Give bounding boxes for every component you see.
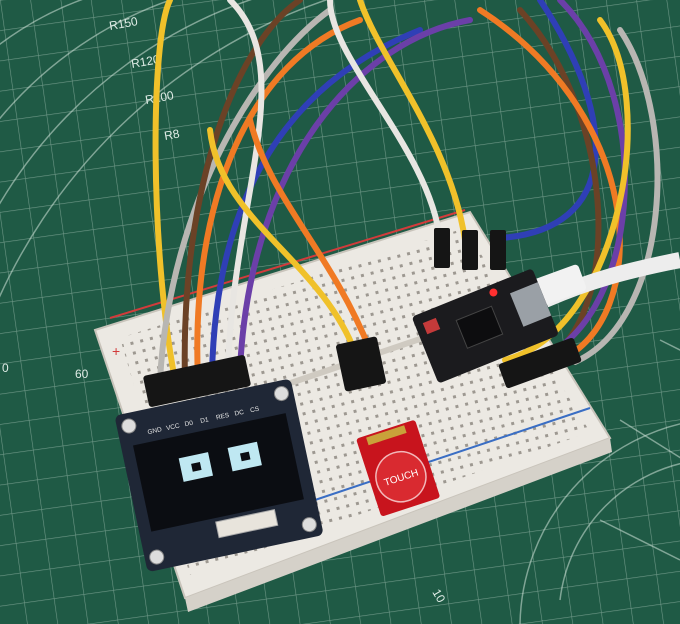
touch-module: TOUCH — [356, 420, 440, 516]
mat-label-0: 0 — [2, 361, 9, 375]
oled-pin-cs: CS — [250, 405, 261, 414]
oled-ribbon — [215, 508, 279, 539]
oled-pin-d1: D1 — [200, 416, 210, 425]
oled-pin-d0: D0 — [184, 420, 194, 429]
oled-pin-gnd: GND — [147, 426, 163, 436]
oled-screen — [133, 413, 304, 532]
wire-grey-left — [157, 7, 333, 383]
oled-pin-dc: DC — [234, 409, 245, 418]
mcu-power-led — [489, 288, 498, 297]
mat-label-r100: R100 — [144, 88, 175, 107]
mcu-board — [412, 269, 558, 383]
housing-top-3 — [490, 230, 506, 270]
mat-label-10: 10 — [429, 587, 448, 606]
housing-left — [143, 355, 251, 407]
wire-yellow-top — [357, 0, 468, 243]
housing-mid — [336, 336, 386, 392]
mcu-chip — [455, 305, 504, 349]
housing-top-1 — [434, 228, 450, 268]
oled-pupil-left — [191, 462, 202, 472]
rail-minus-line — [299, 407, 591, 506]
wire-orange-left — [194, 17, 363, 383]
rail-plus-sign: + — [112, 343, 120, 359]
wire-orange-mid — [247, 117, 373, 353]
touch-pad — [375, 450, 427, 503]
wire-purple-left — [237, 17, 473, 373]
mcu-usb-port — [509, 282, 552, 327]
touch-header — [366, 425, 407, 446]
mat-label-r8: R8 — [163, 126, 181, 143]
oled-mount-hole-tr — [273, 386, 289, 402]
oled-mount-hole-bl — [149, 549, 165, 565]
wire-grey-right — [572, 27, 661, 365]
mcu-button — [422, 317, 441, 335]
oled-mount-hole-tl — [121, 418, 137, 434]
oled-pin-vcc: VCC — [166, 422, 181, 432]
oled-mount-hole-br — [301, 517, 317, 533]
wire-yellow-mid — [207, 127, 358, 355]
breadboard-edge — [185, 438, 612, 612]
mat-label-r120: R120 — [130, 52, 161, 71]
connector-housings — [143, 228, 582, 407]
wire-brown-left — [181, 0, 303, 383]
oled-display: GND VCC D0 D1 RES DC CS — [115, 379, 323, 572]
mat-label-r150: R150 — [108, 14, 139, 33]
wire-blue-left — [209, 27, 423, 378]
oled-pin-res: RES — [215, 412, 230, 422]
housing-top-2 — [462, 230, 478, 270]
oled-pupil-right — [240, 451, 251, 462]
wire-white-top — [327, 0, 443, 243]
housing-right — [498, 337, 582, 389]
mat-label-60: 60 — [75, 367, 89, 381]
oled-pin-labels: GND VCC D0 D1 RES DC CS — [147, 405, 261, 436]
